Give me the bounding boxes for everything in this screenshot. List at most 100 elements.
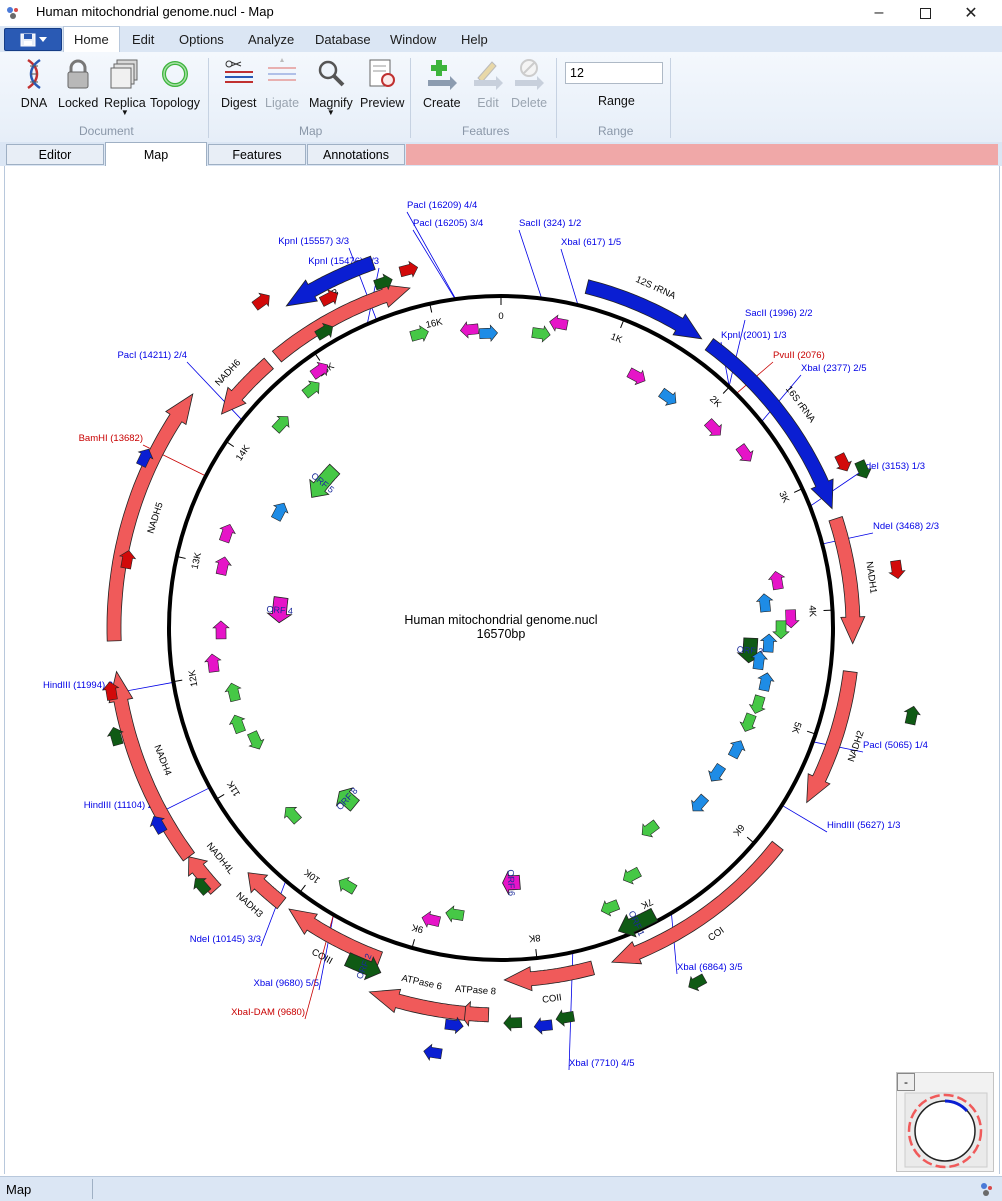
- restriction-site-label[interactable]: NdeI (10145) 3/3: [190, 934, 261, 945]
- tick-label: 7K: [639, 896, 655, 911]
- ligate-button[interactable]: Ligate: [265, 58, 299, 110]
- small-feature-arrow: [204, 653, 222, 673]
- window-title: Human mitochondrial genome.nucl - Map: [36, 4, 274, 19]
- restriction-site-label[interactable]: PacI (14211) 2/4: [117, 350, 187, 361]
- preview-button[interactable]: Preview: [360, 58, 404, 110]
- restriction-site-label[interactable]: BamHI (13682): [79, 433, 143, 444]
- topology-button[interactable]: Topology: [150, 58, 200, 110]
- restriction-site-label[interactable]: XbaI (9680) 5/5: [254, 978, 320, 989]
- dna-button[interactable]: DNA: [18, 58, 50, 110]
- tick-label: 12K: [187, 668, 201, 687]
- restriction-site-label[interactable]: HindIII (5627) 1/3: [827, 820, 900, 831]
- menu-window[interactable]: Window: [390, 30, 436, 49]
- feature-label: ATPase 6: [400, 973, 442, 993]
- feature-arrow[interactable]: [612, 841, 783, 964]
- chevron-down-icon: [39, 37, 47, 43]
- digest-button[interactable]: Digest: [221, 58, 256, 110]
- menu-analyze[interactable]: Analyze: [248, 30, 294, 49]
- feature-label: COI: [706, 925, 726, 944]
- restriction-site-label[interactable]: KpnI (2001) 1/3: [721, 330, 787, 341]
- site-leader-line: [121, 682, 174, 692]
- pencil-icon: [472, 58, 504, 90]
- restriction-site-label[interactable]: PvuII (2076): [773, 350, 825, 361]
- ribbon-separator: [410, 58, 411, 138]
- feature-label: NADH4: [151, 743, 173, 777]
- edit-feature-label: Edit: [477, 96, 499, 110]
- menu-help[interactable]: Help: [461, 30, 488, 49]
- restriction-site-label[interactable]: SacII (324) 1/2: [519, 218, 581, 229]
- range-button[interactable]: Range: [598, 94, 635, 108]
- feature-label: NADH1: [863, 561, 878, 594]
- preview-icon: [366, 58, 398, 90]
- create-button[interactable]: Create: [423, 58, 461, 110]
- small-feature-arrow: [217, 522, 238, 544]
- small-feature-arrow: [300, 377, 324, 401]
- small-feature-arrow: [702, 416, 726, 440]
- menu-edit[interactable]: Edit: [132, 30, 154, 49]
- tab-map[interactable]: Map: [105, 142, 207, 166]
- range-input[interactable]: [565, 62, 663, 84]
- restriction-site-label[interactable]: NdeI (3468) 2/3: [873, 521, 939, 532]
- tab-editor[interactable]: Editor: [6, 144, 104, 165]
- feature-arrow[interactable]: [504, 961, 594, 991]
- small-feature-arrow: [738, 712, 759, 735]
- restriction-site-label[interactable]: SacII (1996) 2/2: [745, 308, 813, 319]
- close-button[interactable]: ✕: [948, 0, 994, 26]
- range-group-label: Range: [598, 124, 633, 138]
- small-feature-arrow: [620, 865, 643, 888]
- feature-label: NADH3: [234, 890, 265, 920]
- chevron-down-icon: ▼: [121, 110, 129, 116]
- small-feature-arrow: [270, 411, 294, 435]
- menu-database[interactable]: Database: [315, 30, 371, 49]
- small-feature-arrow: [398, 260, 419, 280]
- delete-feature-button[interactable]: Delete: [511, 58, 547, 110]
- restriction-site-label[interactable]: KpnI (15557) 3/3: [278, 236, 349, 247]
- restriction-site-label[interactable]: PacI (5065) 1/4: [863, 740, 928, 751]
- preview-label: Preview: [360, 96, 404, 110]
- orf-label: ORF 6: [506, 869, 517, 896]
- small-feature-arrow: [503, 1015, 521, 1032]
- tab-features[interactable]: Features: [208, 144, 306, 165]
- restriction-site-label[interactable]: XbaI-DAM (9680): [231, 1007, 305, 1018]
- restriction-site-label[interactable]: PacI (16205) 3/4: [413, 218, 483, 229]
- small-feature-arrow: [902, 705, 921, 726]
- locked-button[interactable]: Locked: [58, 58, 98, 110]
- ribbon-separator: [556, 58, 557, 138]
- minimize-button[interactable]: –: [856, 0, 902, 26]
- tick-label: 10K: [302, 866, 323, 885]
- small-feature-arrow: [280, 802, 304, 826]
- restriction-site-label[interactable]: XbaI (6864) 3/5: [677, 962, 743, 973]
- tick-mark: [226, 442, 233, 447]
- status-text: Map: [6, 1182, 31, 1197]
- feature-label: ATPase 8: [455, 984, 497, 998]
- restriction-site-label[interactable]: XbaI (2377) 2/5: [801, 363, 867, 374]
- small-feature-arrow: [705, 762, 728, 786]
- restriction-site-label[interactable]: PacI (16209) 4/4: [407, 200, 477, 211]
- title-bar: Human mitochondrial genome.nucl - Map – …: [0, 0, 1002, 26]
- feature-arrow[interactable]: [369, 989, 465, 1020]
- replica-button[interactable]: Replica ▼: [104, 58, 146, 116]
- small-feature-arrow: [224, 681, 244, 702]
- overview-minimap[interactable]: -: [896, 1072, 994, 1172]
- collapse-minimap-button[interactable]: -: [897, 1073, 915, 1091]
- file-menu-button[interactable]: [4, 28, 62, 51]
- ribbon-separator: [670, 58, 671, 138]
- tab-annotations[interactable]: Annotations: [307, 144, 405, 165]
- edit-feature-button[interactable]: Edit: [472, 58, 504, 110]
- menu-home[interactable]: Home: [63, 26, 120, 52]
- dna-icon: [18, 58, 50, 90]
- ligate-label: Ligate: [265, 96, 299, 110]
- restriction-site-label[interactable]: XbaI (617) 1/5: [561, 237, 621, 248]
- menu-options[interactable]: Options: [179, 30, 224, 49]
- feature-arrow[interactable]: [109, 672, 194, 861]
- tick-label: 5K: [789, 720, 803, 735]
- chevron-down-icon: ▼: [327, 110, 335, 116]
- feature-arrow[interactable]: [272, 285, 410, 362]
- site-leader-line: [561, 249, 578, 305]
- restriction-site-label[interactable]: XbaI (7710) 4/5: [569, 1058, 635, 1069]
- magnify-button[interactable]: Magnify ▼: [309, 58, 353, 116]
- maximize-button[interactable]: [902, 0, 948, 26]
- tick-label: 2K: [707, 394, 723, 410]
